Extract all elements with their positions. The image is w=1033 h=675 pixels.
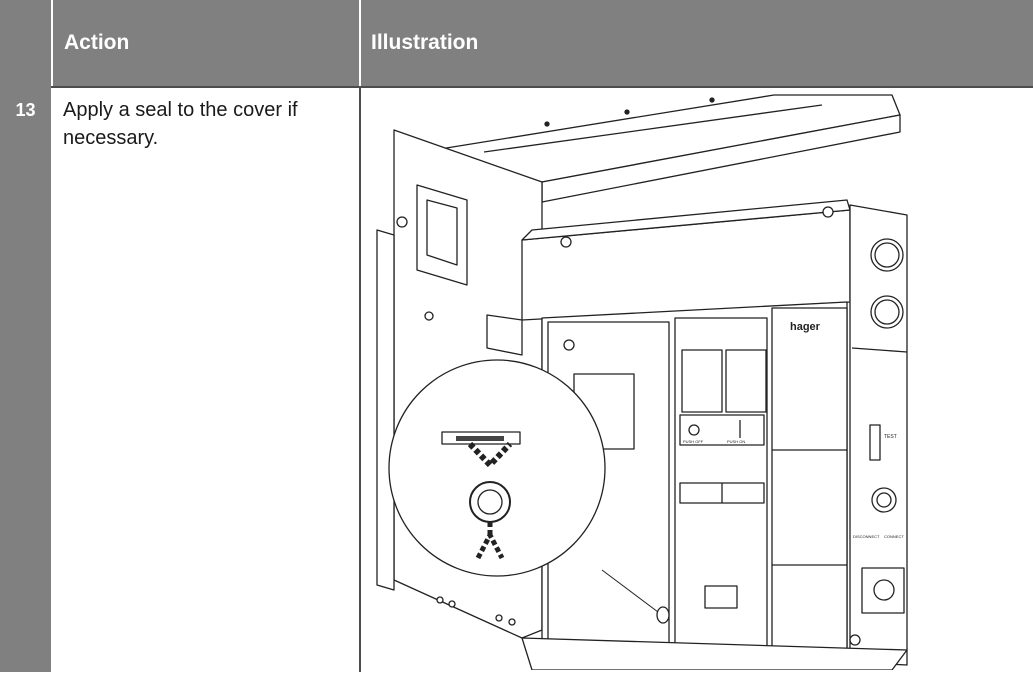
- column-divider: [359, 86, 361, 672]
- push-on-label: PUSH ON: [727, 439, 745, 444]
- header-divider: [51, 0, 53, 86]
- step-number: 13: [15, 100, 36, 120]
- step-number-column: 13: [0, 86, 51, 672]
- test-label: TEST: [884, 434, 897, 440]
- table-header: Action Illustration: [0, 0, 1033, 86]
- action-text: Apply a seal to the cover if necessary.: [63, 99, 298, 149]
- header-step-number: [0, 0, 51, 86]
- row-divider: [51, 86, 1033, 88]
- disconnect-label: DISCONNECT: [853, 534, 880, 539]
- header-divider: [359, 0, 361, 86]
- header-illustration: Illustration: [371, 31, 479, 54]
- push-off-label: PUSH OFF: [683, 439, 704, 444]
- brand-logo-text: hager: [790, 321, 821, 333]
- header-action: Action: [64, 31, 130, 54]
- connect-label: CONNECT: [884, 534, 904, 539]
- breaker-illustration: hager TEST DISCONNECT CONNECT: [372, 90, 932, 671]
